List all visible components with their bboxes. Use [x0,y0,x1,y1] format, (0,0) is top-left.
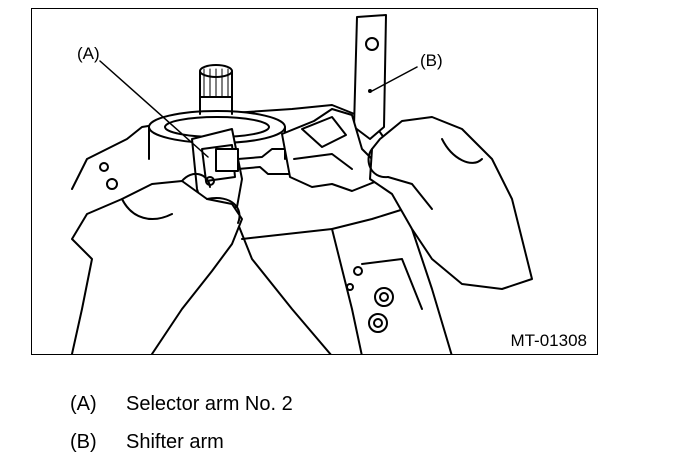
right-hand [367,116,533,290]
callout-b-label: (B) [420,51,443,70]
legend: (A) Selector arm No. 2 (B) Shifter arm [70,385,293,461]
legend-label-a: Selector arm No. 2 [126,393,293,415]
shifter-arm [353,14,387,140]
callout-a-label: (A) [77,44,100,63]
legend-key-b: (B) [70,431,97,453]
illustration-frame: (A) (B) MT-01308 [31,8,598,355]
left-hand [71,172,243,354]
legend-label-b: Shifter arm [126,431,224,453]
leader-line-b [371,66,418,92]
transmission-illustration [71,14,533,354]
legend-item-a: (A) Selector arm No. 2 [70,385,293,423]
legend-item-b: (B) Shifter arm [70,423,293,461]
leader-line-a [99,60,209,158]
figure-code: MT-01308 [510,331,587,350]
legend-key-a: (A) [70,393,97,415]
